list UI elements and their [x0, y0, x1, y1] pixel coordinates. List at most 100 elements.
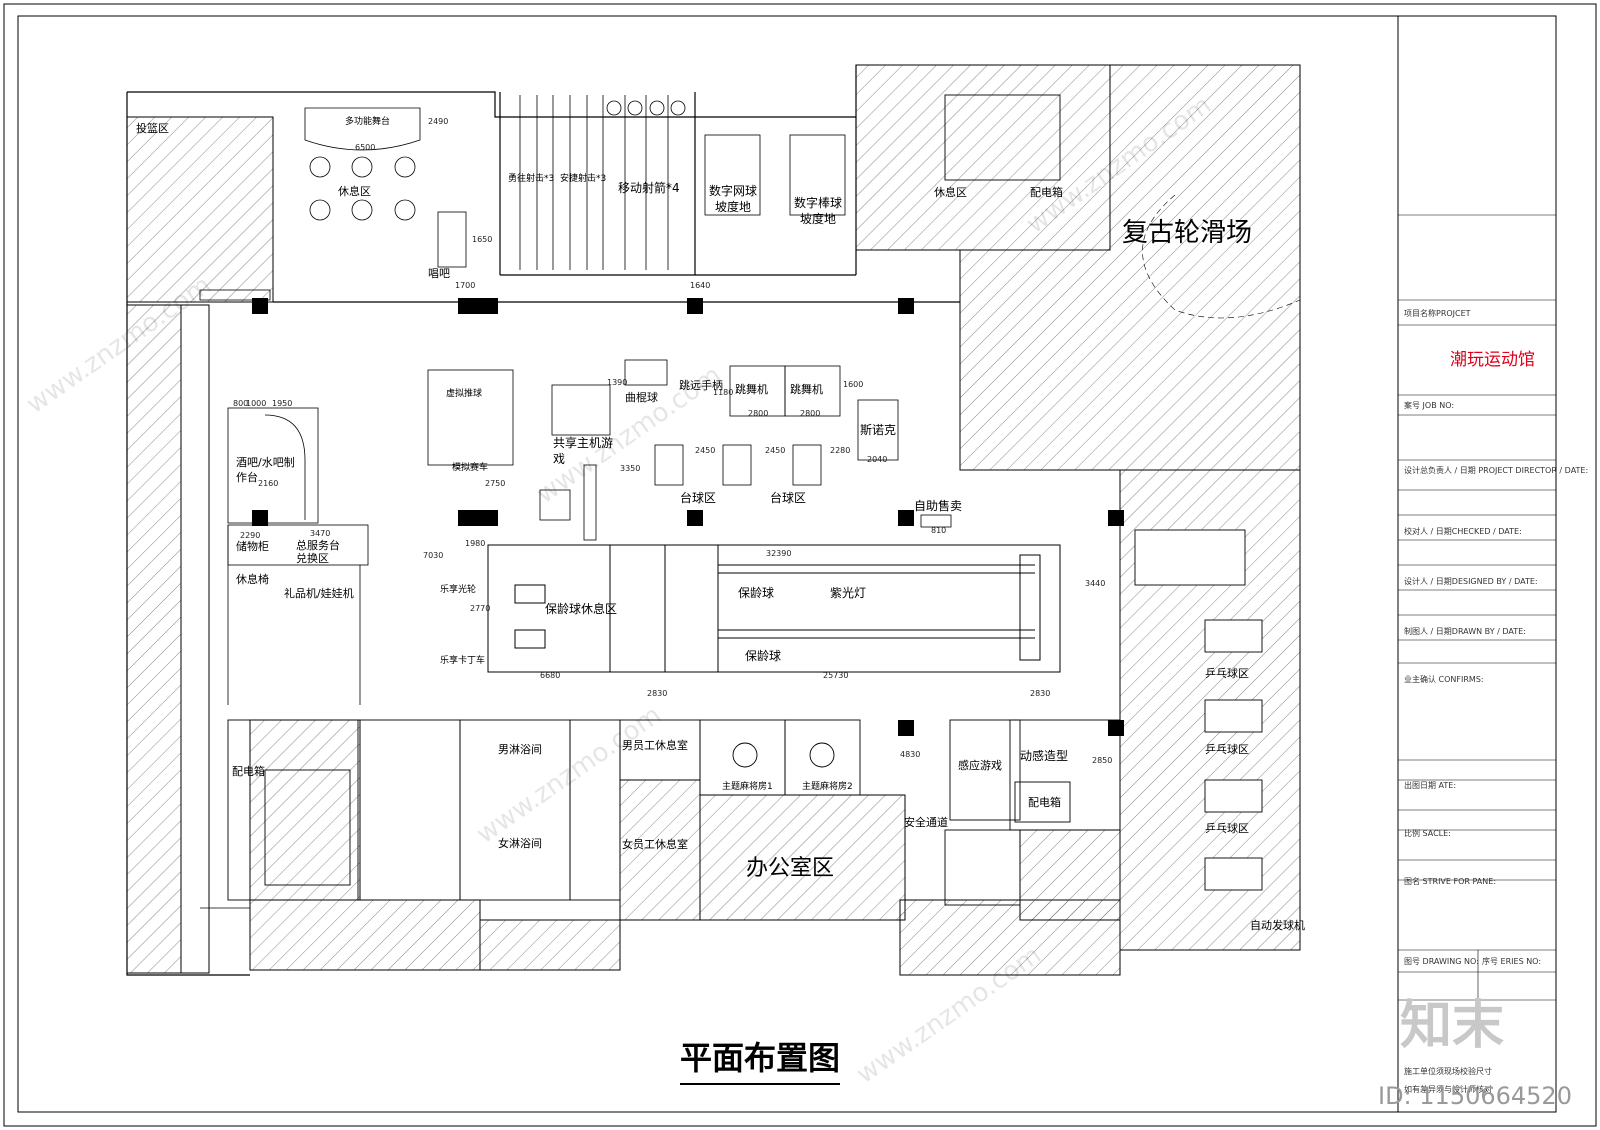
area-wangqiu: 数字网球坡度地 [708, 184, 757, 215]
tb-scale: 比例 SACLE: [1404, 829, 1451, 838]
area-anquan: 安全通道 [904, 816, 948, 829]
area-stair-xiuxi: 休息区 [934, 186, 967, 199]
area-qugunqiu: 曲棍球 [625, 391, 658, 404]
area-moni: 模拟赛车 [452, 463, 489, 473]
area-nvyuan: 女员工休息室 [622, 838, 688, 851]
dim-2750: 2750 [485, 479, 506, 488]
area-sinuoke: 斯诺克 [860, 423, 897, 437]
bar-service [227, 407, 369, 705]
area-baolingxiuxi: 保龄球休息区 [545, 602, 618, 616]
area-yidong: 移动射箭*4 [618, 181, 680, 195]
tb-confirms: 业主确认 CONFIRMS: [1404, 675, 1484, 684]
hatched-zones [126, 64, 1301, 976]
area-yingzhu: 勇往射击*3 [508, 174, 555, 184]
dim-2800-a: 2800 [748, 409, 769, 418]
area-peidian-mid: 配电箱 [1028, 796, 1061, 809]
area-zongfuwu: 总服务台 [296, 539, 340, 552]
tb-note-1: 施工单位须现场校验尺寸 [1404, 1067, 1492, 1076]
dim-2280: 2280 [830, 446, 851, 455]
dim-6500: 6500 [355, 143, 376, 152]
tb-drawing-name: 图名 STRIVE FOR PANE: [1404, 877, 1497, 886]
watermark-id: ID: 1150664520 [1378, 1082, 1572, 1110]
drawing-title: 平面布置图 [680, 1033, 841, 1085]
area-xiuxiyi: 休息椅 [236, 573, 269, 586]
tb-note-2: 如有差异须与设计师核对 [1404, 1085, 1492, 1094]
dim-4830: 4830 [900, 750, 921, 759]
dim-7030: 7030 [423, 551, 444, 560]
dim-2800-b: 2800 [800, 409, 821, 418]
dim-1600: 1600 [843, 380, 864, 389]
area-dongdong: 动感造型 [1020, 749, 1069, 763]
dim-2770: 2770 [470, 604, 491, 613]
bowling-alley [487, 544, 1061, 673]
area-gongxiang: 共享主机游戏 [553, 436, 614, 466]
area-taiqiu-2: 台球区 [770, 491, 807, 505]
area-leguang-2: 乐享卡丁车 [440, 656, 486, 666]
tb-checked: 校对人 / 日期CHECKED / DATE: [1404, 527, 1522, 536]
tb-date: 出图日期 ATE: [1404, 781, 1457, 790]
dim-3440: 3440 [1085, 579, 1106, 588]
dim-2450-b: 2450 [765, 446, 786, 455]
dim-1390: 1390 [607, 378, 628, 387]
dim-1700: 1700 [455, 281, 476, 290]
dim-2850: 2850 [1092, 756, 1113, 765]
area-pingpang-1: 乒乓球区 [1205, 667, 1249, 680]
area-ziguang: 紫光灯 [830, 586, 867, 600]
outer-frame [3, 3, 1597, 1127]
dim-2830-a: 2830 [647, 689, 668, 698]
area-peidian-top: 配电箱 [1030, 186, 1063, 199]
dim-2040: 2040 [867, 455, 888, 464]
dim-2290: 2290 [240, 531, 261, 540]
tb-job-no: 案号 JOB NO: [1404, 401, 1455, 410]
area-chuwu: 储物柜 [236, 540, 269, 553]
pingpong-tables [1134, 529, 1263, 891]
area-peidian-left: 配电箱 [232, 765, 265, 778]
dim-810: 810 [931, 526, 947, 535]
area-baoling-1: 保龄球 [738, 586, 775, 600]
dim-1950: 1950 [272, 399, 293, 408]
area-pingpang-3: 乒乓球区 [1205, 822, 1249, 835]
title-block-grid [1398, 214, 1556, 1001]
area-zizhu: 自助售卖 [914, 499, 963, 513]
columns [252, 298, 1124, 736]
tb-project-label: 项目名称PROJCET [1404, 309, 1471, 318]
building-outline [126, 65, 960, 976]
area-jiuba: 酒吧/水吧制作台 [236, 456, 295, 485]
area-leguang-1: 乐享光轮 [440, 585, 477, 595]
dim-2450-a: 2450 [695, 446, 716, 455]
dim-3350: 3350 [620, 464, 641, 473]
stage-lounge [199, 107, 467, 301]
area-lipin: 礼品机/娃娃机 [284, 587, 354, 600]
area-zhuti-1: 主题麻将房1 [722, 782, 773, 792]
area-lunhua: 复古轮滑场 [1122, 218, 1253, 248]
area-anshe: 安捷射击*3 [560, 174, 607, 184]
area-nanyuan: 男员工休息室 [622, 739, 688, 752]
area-taiqiu-1: 台球区 [680, 491, 717, 505]
area-nvlin: 女淋浴间 [498, 837, 542, 850]
tb-drawn: 制图人 / 日期DRAWN BY / DATE: [1404, 627, 1526, 636]
tb-drawing-no: 图号 DRAWING NO: [1404, 957, 1479, 966]
area-nanlin: 男淋浴间 [498, 743, 542, 756]
area-bangong: 办公室区 [746, 856, 835, 881]
tb-director: 设计总负责人 / 日期 PROJECT DIRECTOR / DATE: [1404, 466, 1589, 475]
watermark-logo: 知末 [1400, 996, 1505, 1056]
dim-1180: 1180 [713, 388, 734, 397]
dim-800: 800 [233, 399, 249, 408]
area-xiuxi-top: 休息区 [338, 185, 371, 198]
game-zone [427, 359, 952, 541]
dim-3470: 3470 [310, 529, 331, 538]
area-baoling-2: 保龄球 [745, 649, 782, 663]
area-zhuanpan: 虚拟推球 [446, 389, 483, 399]
area-tiaowu-1: 跳舞机 [735, 383, 768, 396]
area-tiaowu-2: 跳舞机 [790, 383, 823, 396]
tb-series-no: 序号 ERIES NO: [1482, 957, 1542, 966]
bottom-rooms [227, 94, 1121, 921]
dim-1640: 1640 [690, 281, 711, 290]
dim-1000: 1000 [246, 399, 267, 408]
area-bangqiu: 数字棒球坡度地 [793, 196, 842, 227]
area-pingpang-2: 乒乓球区 [1205, 743, 1249, 756]
dim-2830-b: 2830 [1030, 689, 1051, 698]
area-zidongfaqiu: 自动发球机 [1250, 919, 1305, 932]
skating-curve [1142, 194, 1301, 319]
